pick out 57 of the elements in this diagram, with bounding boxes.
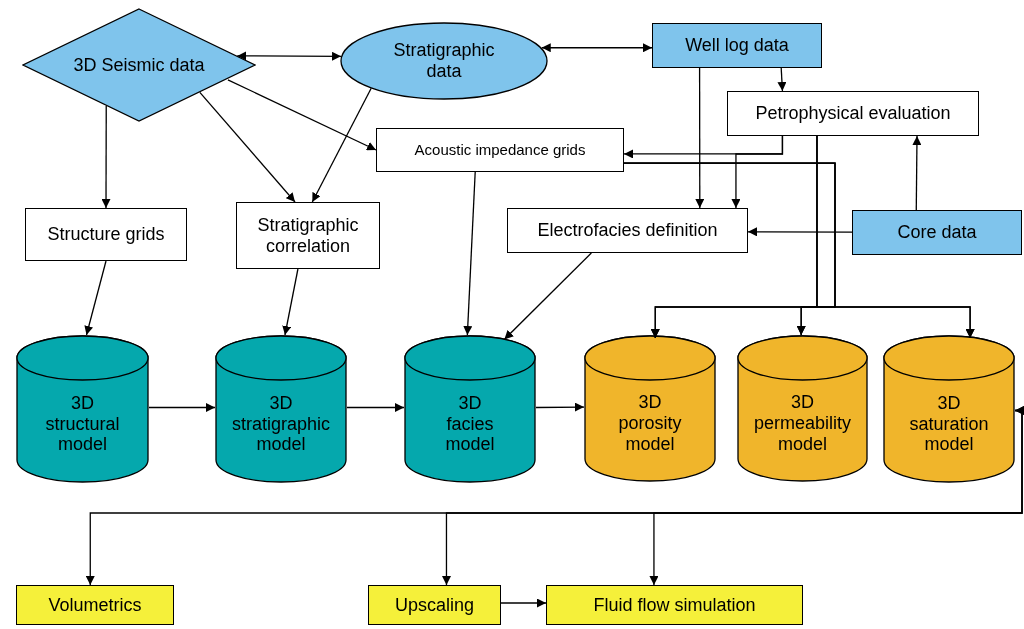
node-label: Stratigraphic data: [392, 40, 496, 82]
process-box: [376, 128, 624, 172]
model-cylinder: [883, 335, 1015, 483]
model-cylinder: [215, 335, 347, 483]
arrow: [346, 403, 405, 412]
output-box: [546, 585, 803, 625]
node-label: Well log data: [685, 35, 789, 56]
model-cylinder: [404, 335, 536, 483]
node-label: 3D saturation model: [908, 392, 990, 456]
data-box: [852, 210, 1022, 255]
process-box: [727, 91, 979, 136]
arrow: [199, 91, 296, 203]
arrow: [912, 135, 922, 211]
arrow: [731, 135, 784, 209]
output-box: [368, 585, 501, 625]
node-label: Upscaling: [394, 594, 474, 616]
arrow: [541, 43, 653, 53]
model-cylinder: [737, 335, 868, 482]
arrow: [777, 67, 787, 92]
process-box: [507, 208, 748, 253]
arrow: [101, 105, 111, 209]
arrow: [148, 403, 216, 412]
node-label: 3D porosity model: [617, 392, 683, 455]
node-label: 3D stratigraphic model: [230, 392, 331, 456]
process-box: [236, 202, 380, 269]
node-label: Petrophysical evaluation: [755, 103, 951, 124]
node-label: Electrofacies definition: [537, 220, 718, 241]
arrow: [227, 79, 377, 151]
arrow: [747, 227, 853, 237]
output-box: [16, 585, 174, 625]
node-label: Acoustic impedance grids: [414, 141, 586, 159]
model-cylinder: [16, 335, 149, 483]
arrow: [535, 402, 585, 412]
node-label: Fluid flow simulation: [593, 594, 756, 616]
node-label: 3D structural model: [44, 392, 121, 456]
node-label: Stratigraphic correlation: [256, 214, 360, 257]
arrow: [500, 598, 547, 608]
arrow: [623, 162, 975, 339]
data-diamond: [22, 8, 256, 122]
process-box: [25, 208, 187, 261]
model-cylinder: [584, 335, 716, 482]
node-label: 3D facies model: [444, 392, 496, 456]
arrow: [84, 260, 107, 336]
arrow: [503, 252, 592, 341]
node-label: Volumetrics: [48, 594, 142, 616]
arrow: [282, 268, 299, 336]
node-label: 3D Seismic data: [73, 54, 205, 76]
node-label: Structure grids: [47, 224, 165, 245]
arrow: [649, 406, 1024, 586]
node-label: 3D permeability model: [752, 392, 852, 455]
arrow: [236, 51, 342, 61]
arrow: [695, 67, 705, 209]
arrow: [311, 87, 372, 203]
data-box: [652, 23, 822, 68]
node-label: Core data: [897, 222, 977, 243]
arrow: [463, 171, 476, 336]
data-ellipse: [340, 22, 548, 100]
